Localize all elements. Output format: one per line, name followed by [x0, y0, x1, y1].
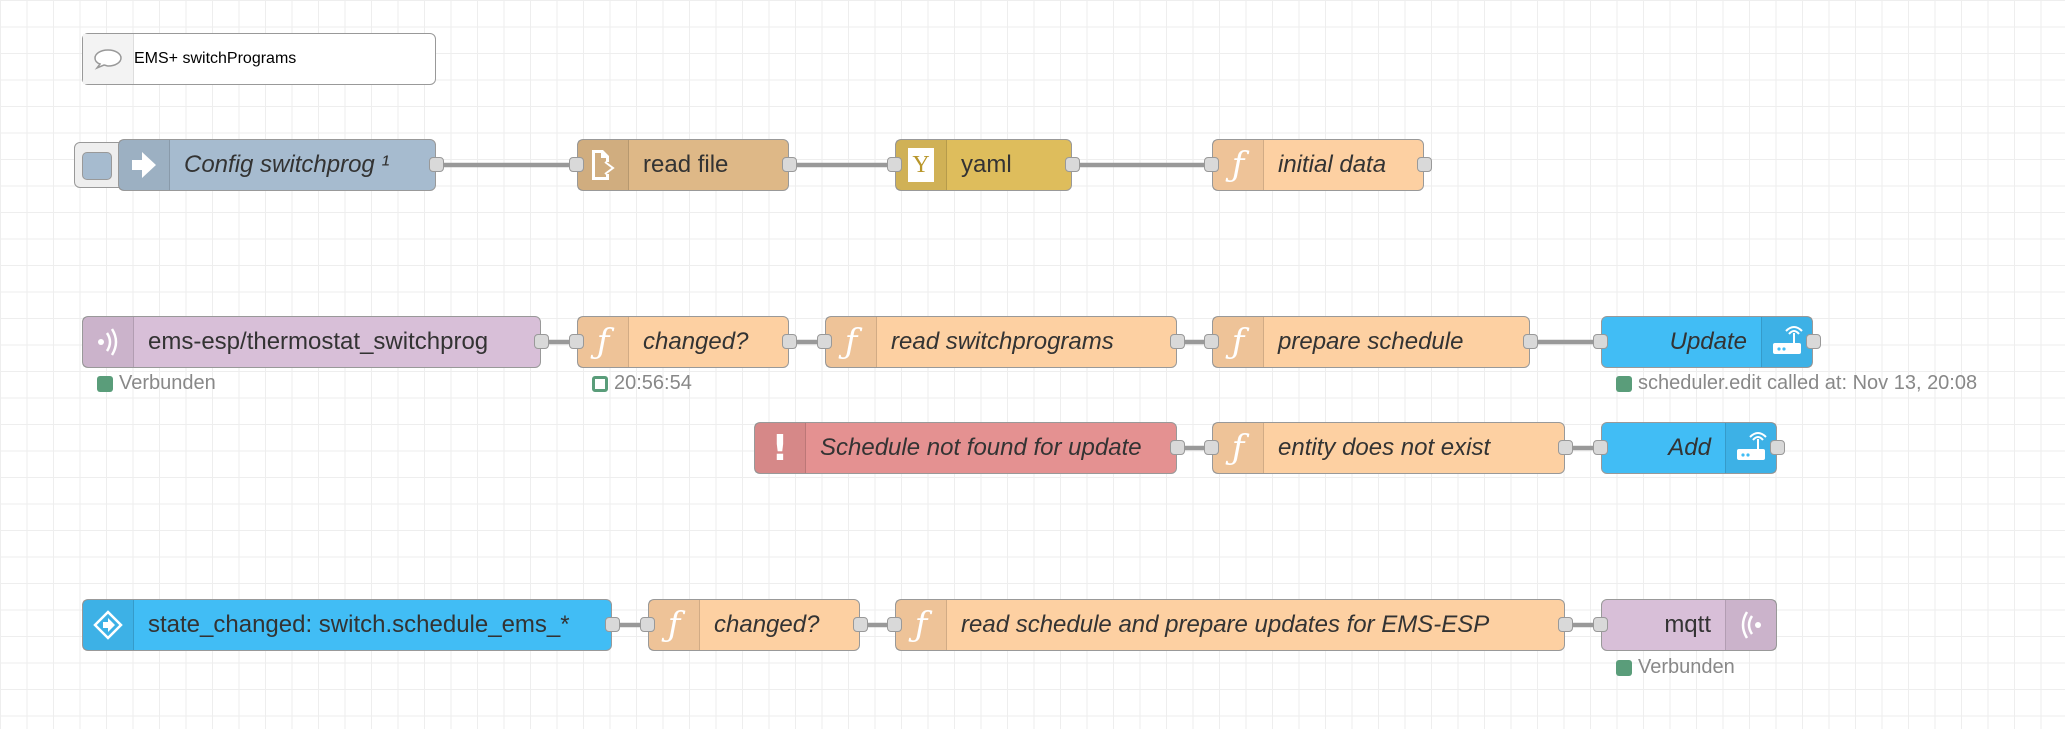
update-node[interactable]: Update [1593, 316, 1821, 368]
inject-arrow-icon [119, 140, 170, 190]
prepare-schedule-node[interactable]: ƒ prepare schedule [1204, 316, 1538, 368]
output-port[interactable] [782, 157, 797, 172]
speech-bubble-icon [83, 34, 134, 84]
read-file-node[interactable]: read file [569, 139, 797, 191]
inject-trigger-button[interactable] [74, 142, 120, 188]
mqtt-wave-icon [1725, 600, 1776, 650]
node-label: initial data [1278, 151, 1387, 178]
router-icon [1725, 423, 1776, 473]
output-port[interactable] [1558, 440, 1573, 455]
output-port[interactable] [853, 617, 868, 632]
output-port[interactable] [1065, 157, 1080, 172]
node-label: read switchprograms [891, 328, 1114, 355]
output-port[interactable] [1770, 440, 1785, 455]
status-text: scheduler.edit called at: Nov 13, 20:08 [1638, 372, 1978, 394]
input-port[interactable] [1593, 440, 1608, 455]
output-port[interactable] [1170, 440, 1185, 455]
input-port[interactable] [887, 617, 902, 632]
function-icon: ƒ [896, 600, 947, 650]
input-port[interactable] [569, 334, 584, 349]
entity-not-exist-node[interactable]: ƒ entity does not exist [1204, 422, 1573, 474]
status-dot [1616, 659, 1632, 676]
exclamation-glyph: ! [771, 427, 789, 469]
mqtt-in-node[interactable]: ems-esp/thermostat_switchprog [82, 316, 549, 368]
node-label: changed? [643, 328, 749, 355]
function-icon: ƒ [1213, 140, 1264, 190]
input-port[interactable] [817, 334, 832, 349]
node-label: prepare schedule [1278, 328, 1464, 355]
node-label: yaml [961, 151, 1012, 178]
node-label: read schedule and prepare updates for EM… [961, 611, 1490, 638]
state-changed-node[interactable]: state_changed: switch.schedule_ems_* [82, 599, 620, 651]
node-label: Add [1668, 434, 1711, 461]
router-icon [1761, 317, 1812, 367]
input-port[interactable] [1593, 617, 1608, 632]
node-label: state_changed: switch.schedule_ems_* [148, 611, 570, 638]
output-port[interactable] [1170, 334, 1185, 349]
yaml-icon: Y [896, 140, 947, 190]
read-schedule-node[interactable]: ƒ read schedule and prepare updates for … [887, 599, 1573, 651]
output-port[interactable] [534, 334, 549, 349]
node-label: changed? [714, 611, 820, 638]
input-port[interactable] [887, 157, 902, 172]
config-switchprog-node[interactable]: Config switchprog ¹ [118, 139, 444, 191]
input-port[interactable] [1204, 157, 1219, 172]
node-label: Config switchprog ¹ [184, 151, 390, 178]
status-dot [592, 375, 608, 392]
home-assistant-icon [83, 600, 134, 650]
input-port[interactable] [1593, 334, 1608, 349]
changed-node-2[interactable]: ƒ changed? [640, 599, 868, 651]
output-port[interactable] [1558, 617, 1573, 632]
initial-data-node[interactable]: ƒ initial data [1204, 139, 1432, 191]
node-label: Schedule not found for update [820, 434, 1142, 461]
node-label: Update [1669, 328, 1747, 355]
input-port[interactable] [1204, 440, 1219, 455]
comment-label: EMS+ switchPrograms [134, 50, 297, 67]
mqtt-out-status: Verbunden [1616, 656, 1735, 679]
mqtt-out-node[interactable]: mqtt [1593, 599, 1777, 651]
output-port[interactable] [1806, 334, 1821, 349]
node-label: read file [643, 151, 729, 178]
exclamation-icon: ! [755, 423, 806, 473]
read-switchprograms-node[interactable]: ƒ read switchprograms [817, 316, 1185, 368]
output-port[interactable] [782, 334, 797, 349]
function-icon: ƒ [1213, 317, 1264, 367]
output-port[interactable] [605, 617, 620, 632]
comment-node[interactable]: EMS+ switchPrograms [82, 33, 436, 85]
yaml-node[interactable]: Y yaml [887, 139, 1080, 191]
node-label: mqtt [1664, 611, 1711, 638]
input-port[interactable] [1204, 334, 1219, 349]
node-label: entity does not exist [1278, 434, 1491, 461]
input-port[interactable] [640, 617, 655, 632]
changed-node-1[interactable]: ƒ changed? [569, 316, 797, 368]
input-port[interactable] [569, 157, 584, 172]
changed-1-status: 20:56:54 [592, 372, 692, 395]
inject-button-fill [82, 152, 112, 180]
update-status: scheduler.edit called at: Nov 13, 20:08 [1616, 372, 1977, 395]
file-icon [578, 140, 629, 190]
function-icon: ƒ [826, 317, 877, 367]
status-dot [97, 375, 113, 392]
add-node[interactable]: Add [1593, 422, 1785, 474]
mqtt-in-status: Verbunden [97, 372, 216, 395]
mqtt-wave-icon [83, 317, 134, 367]
function-icon: ƒ [1213, 423, 1264, 473]
status-dot [1616, 375, 1632, 392]
status-text: Verbunden [1638, 656, 1735, 678]
status-text: Verbunden [119, 372, 216, 394]
output-port[interactable] [429, 157, 444, 172]
output-port[interactable] [1417, 157, 1432, 172]
node-label: ems-esp/thermostat_switchprog [148, 328, 489, 355]
output-port[interactable] [1523, 334, 1538, 349]
yaml-glyph: Y [912, 151, 930, 178]
status-text: 20:56:54 [614, 372, 692, 394]
function-icon: ƒ [649, 600, 700, 650]
schedule-not-found-node[interactable]: ! Schedule not found for update [754, 422, 1185, 474]
function-icon: ƒ [578, 317, 629, 367]
